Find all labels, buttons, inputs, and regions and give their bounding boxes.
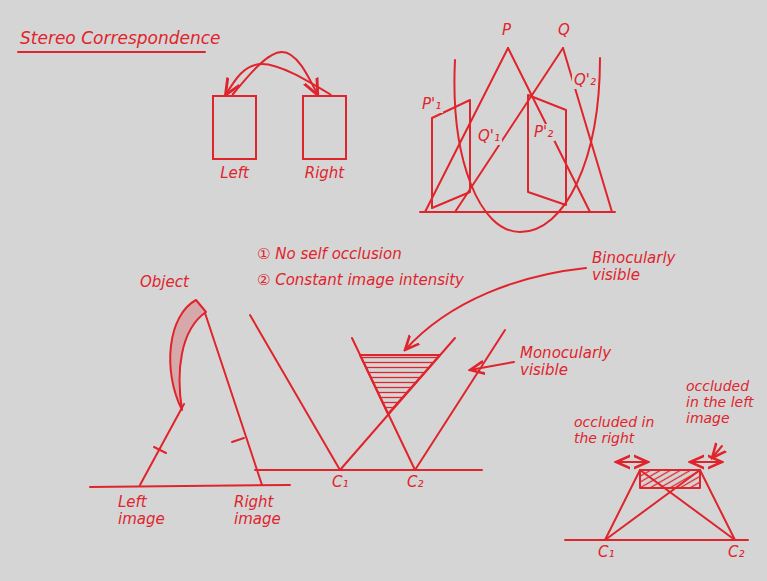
annotation-text: occluded in the left image [684,378,766,426]
annotation-text: Q [556,22,572,39]
ray-line [563,48,612,212]
tick-mark [154,447,166,453]
view-ray [605,470,700,540]
annotation-text: C₂ [405,474,426,491]
baseline [255,469,482,471]
title-underline [18,51,205,53]
annotation-text: Binocularly visible [590,250,704,285]
annotation-text: ② Constant image intensity [255,272,466,289]
annotation-text: Object [138,274,191,291]
ray-line [205,313,262,485]
annotation-text: C₁ [330,474,351,491]
view-ray [700,470,735,540]
annotation-text: Right image [232,494,298,529]
occluding-object [640,470,700,488]
annotation-text: ① No self occlusion [255,246,404,263]
extent-arrow [616,461,648,463]
annotation-text: Q'₁ [476,128,502,145]
annotation-text: P'₂ [532,124,555,141]
view-ray [250,315,340,470]
view-ray [340,338,455,470]
annotation-text: P'₁ [420,96,443,113]
annotation-text: Q'₂ [572,72,598,89]
surface-curve [454,58,600,232]
binocular-region [360,355,440,414]
annotation-text: C₁ [596,544,617,561]
tick-mark [232,438,244,442]
object-shape [170,300,206,410]
baseline [420,211,615,213]
image-label: Left [218,164,251,182]
view-ray [605,470,640,540]
image-box: Left [212,95,257,160]
image-box: Right [302,95,347,160]
baseline [565,539,748,541]
view-ray [415,330,505,470]
annotation-text: Left image [116,494,182,529]
baseline [90,485,290,487]
view-ray [640,470,735,540]
image-label: Right [303,164,347,182]
correspondence-arrow [226,64,332,95]
annotation-text: occluded in the right [572,414,674,446]
image-plane [432,100,470,208]
pointer-arrow [470,362,514,370]
annotation-text: C₂ [726,544,747,561]
ray-line [140,404,184,485]
correspondence-arrow [232,52,318,95]
slide-title: Stereo Correspondence [20,28,221,48]
image-plane [528,95,566,205]
extent-arrow [690,461,722,463]
pointer-arrow [712,446,722,458]
annotation-text: P [500,22,513,39]
ray-line [425,48,508,212]
annotation-text: Monocularly visible [518,345,632,380]
